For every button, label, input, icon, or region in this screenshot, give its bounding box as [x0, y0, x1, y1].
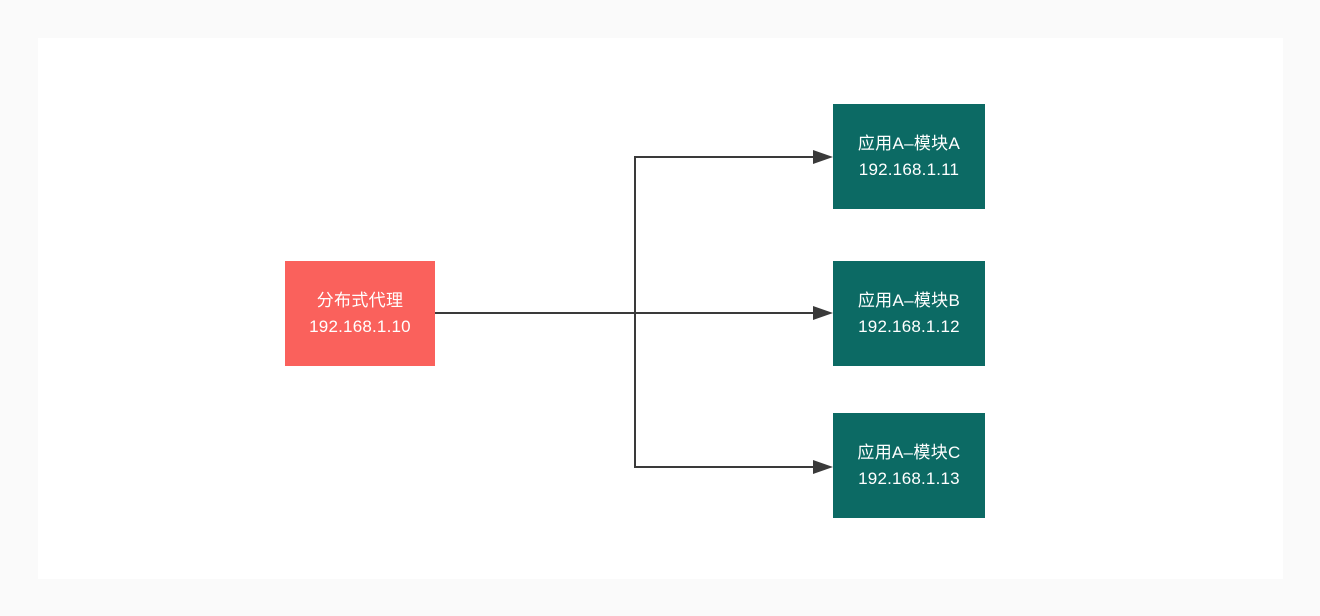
node-title: 应用A–模块A: [857, 133, 961, 153]
node-title: 分布式代理: [316, 290, 404, 310]
node-app-a-module-a: 应用A–模块A 192.168.1.11: [833, 104, 985, 209]
node-ip-address: 192.168.1.13: [858, 468, 960, 488]
node-distributed-proxy: 分布式代理 192.168.1.10: [285, 261, 435, 366]
node-ip-address: 192.168.1.11: [858, 159, 960, 179]
node-ip-address: 192.168.1.10: [309, 316, 411, 336]
node-app-a-module-b: 应用A–模块B 192.168.1.12: [833, 261, 985, 366]
node-title: 应用A–模块C: [857, 442, 961, 462]
node-ip-address: 192.168.1.12: [858, 316, 960, 336]
node-title: 应用A–模块B: [857, 290, 961, 310]
node-app-a-module-c: 应用A–模块C 192.168.1.13: [833, 413, 985, 518]
diagram-canvas: [38, 38, 1283, 579]
